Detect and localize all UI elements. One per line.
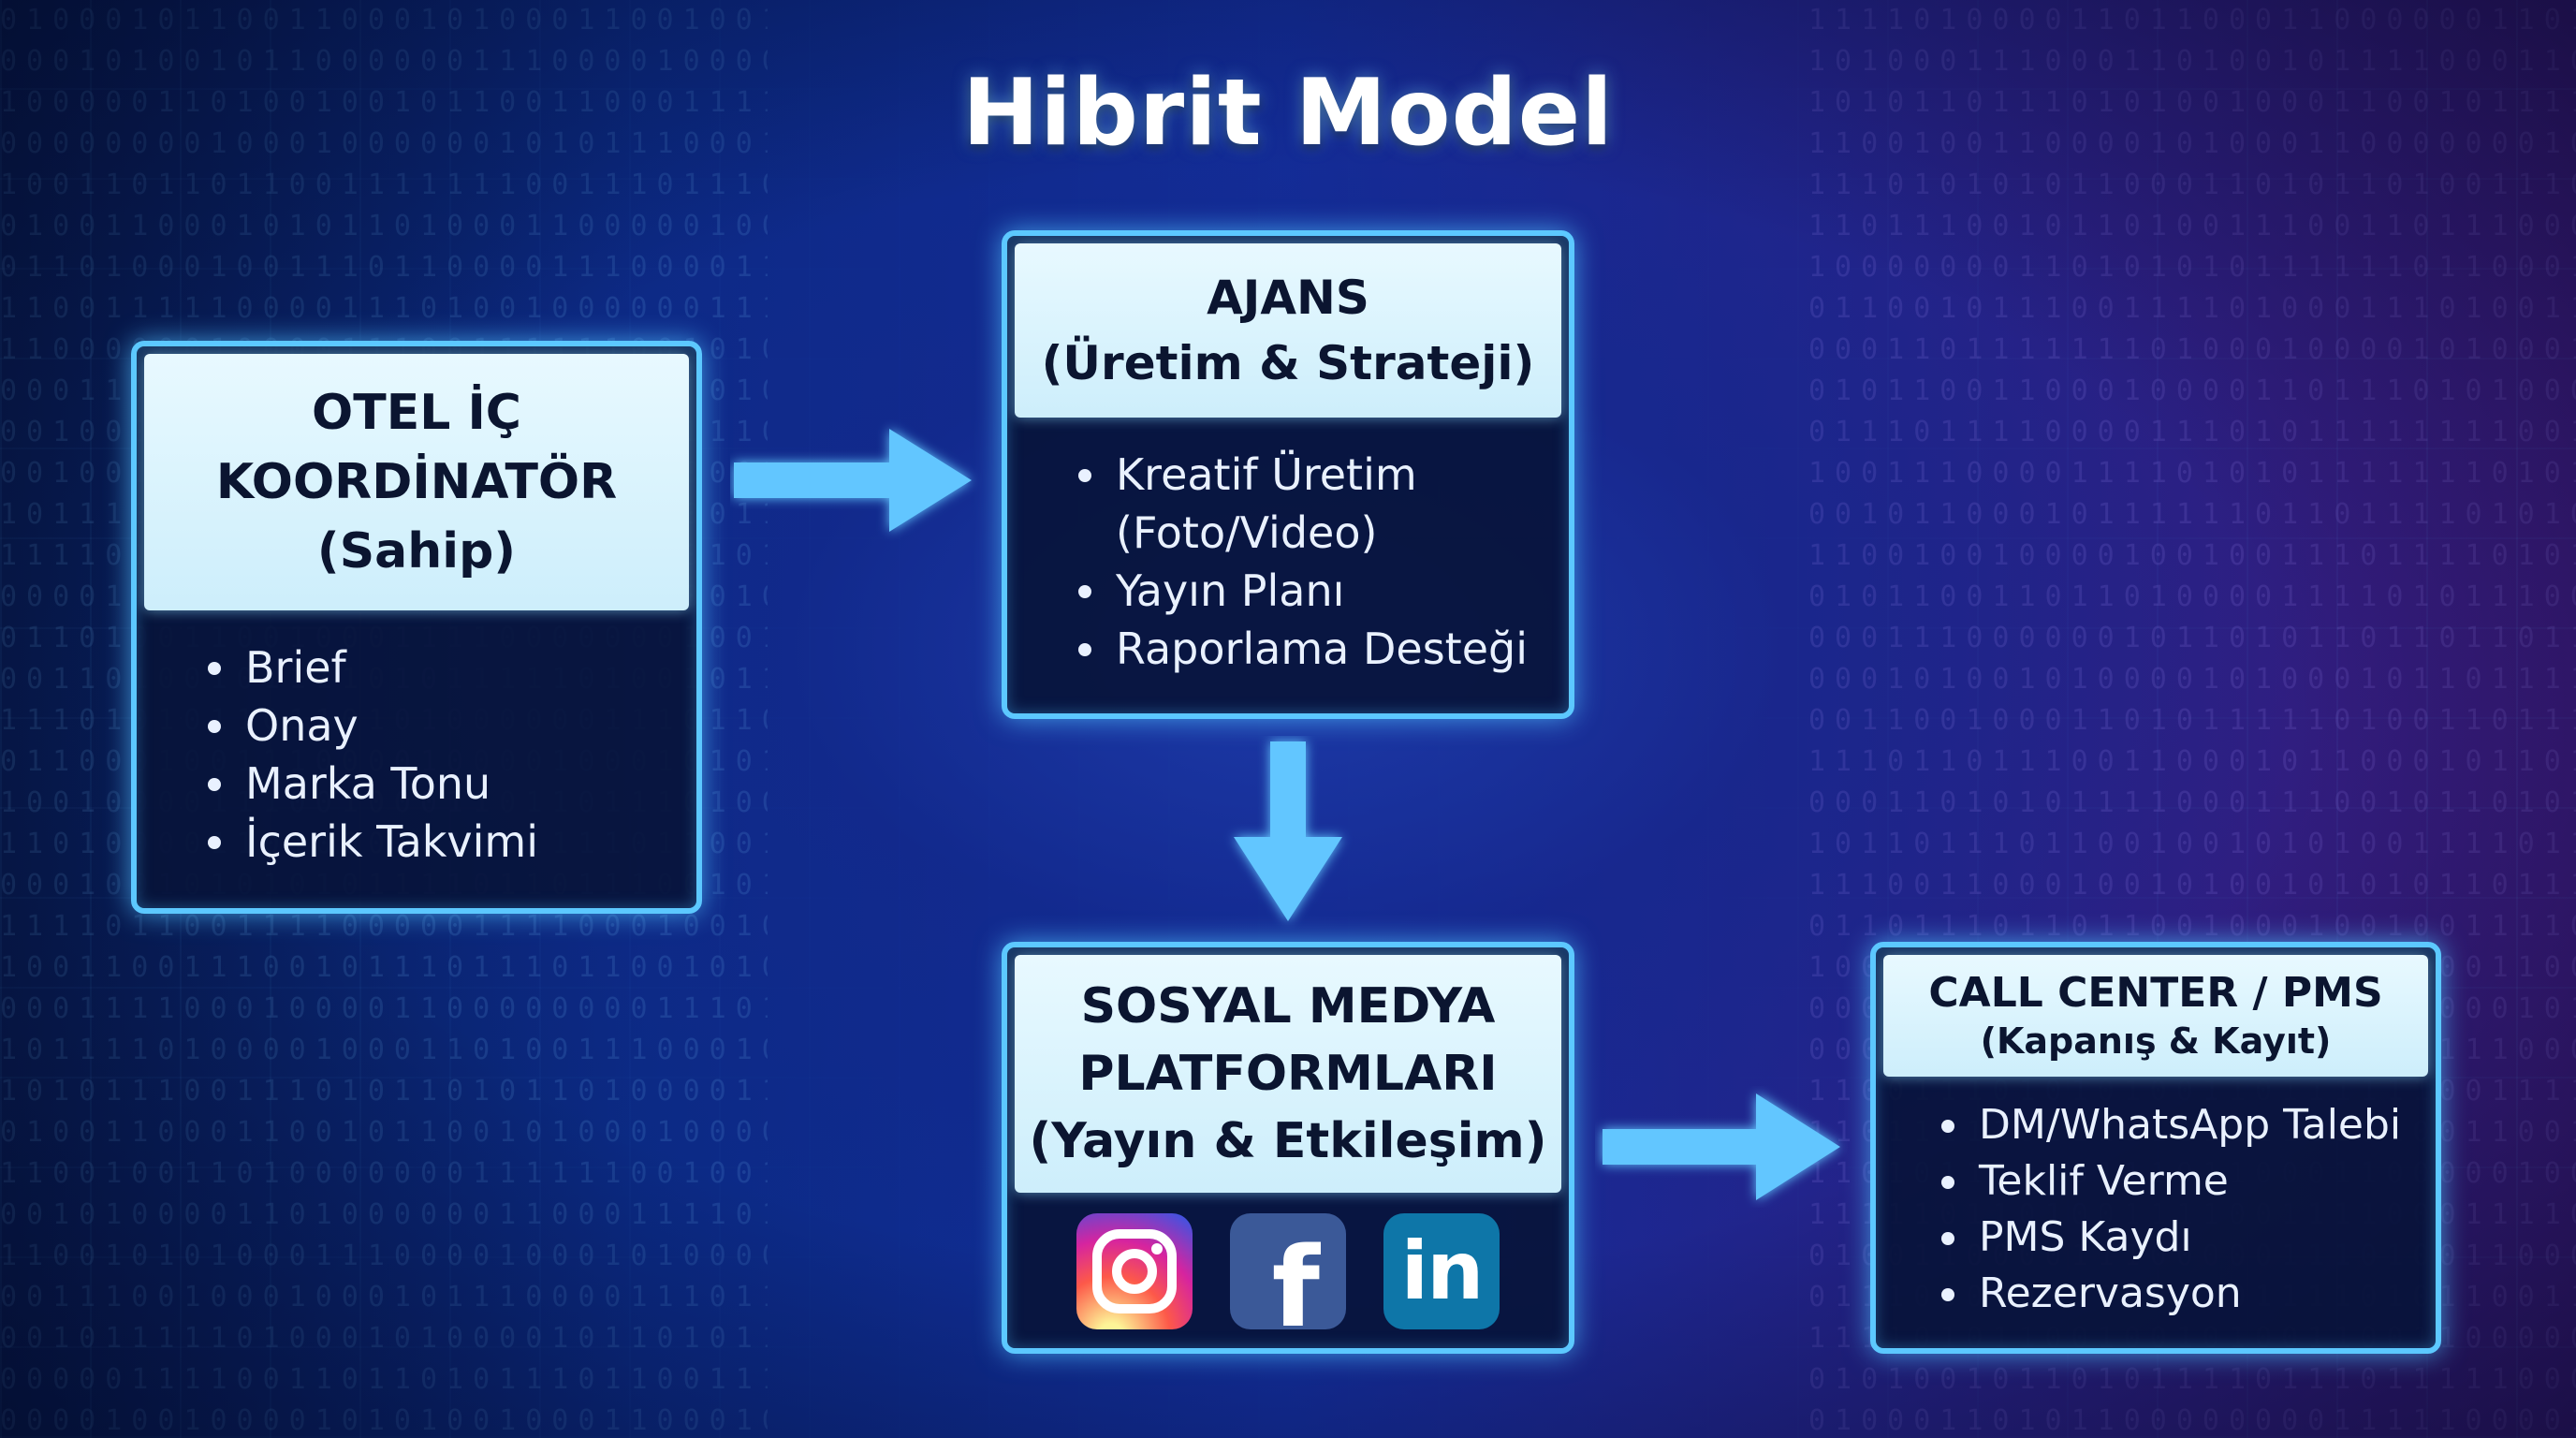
arrow-right-icon [1603, 1093, 1840, 1200]
heading-line: OTEL İÇ [312, 385, 521, 441]
list-item: Brief [208, 638, 696, 697]
list-item: İçerik Takvimi [208, 813, 696, 871]
linkedin-icon: in [1383, 1213, 1500, 1329]
list-item: Teklif Verme [1941, 1153, 2436, 1210]
diagram-title: Hibrit Model [962, 60, 1614, 167]
agency-box: AJANS (Üretim & Strateji) Kreatif Üretim… [1002, 230, 1574, 719]
heading-line: (Sahip) [316, 523, 517, 580]
call-center-list: DM/WhatsApp Talebi Teklif Verme PMS Kayd… [1876, 1077, 2436, 1322]
list-item: DM/WhatsApp Talebi [1941, 1097, 2436, 1153]
list-item: PMS Kaydı [1941, 1210, 2436, 1266]
list-item-continuation: (Foto/Video) [1116, 507, 1378, 558]
facebook-icon: f [1230, 1213, 1346, 1329]
heading-line: KOORDİNATÖR [215, 454, 618, 510]
list-item: Marka Tonu [208, 755, 696, 813]
call-center-box: CALL CENTER / PMS (Kapanış & Kayıt) DM/W… [1870, 942, 2441, 1354]
list-item: Onay [208, 697, 696, 755]
heading-line: (Kapanış & Kayıt) [1980, 1020, 2332, 1062]
heading-line: (Yayın & Etkileşim) [1029, 1113, 1547, 1169]
list-item: Rezervasyon [1941, 1266, 2436, 1322]
social-media-heading: SOSYAL MEDYA PLATFORMLARI (Yayın & Etkil… [1015, 955, 1561, 1193]
list-item: Kreatif Üretim [1078, 446, 1569, 504]
facebook-glyph: f [1271, 1223, 1320, 1329]
heading-line: AJANS [1207, 271, 1369, 325]
heading-line: (Üretim & Strateji) [1041, 336, 1535, 390]
arrow-right-icon [734, 429, 972, 532]
arrow-down-icon [1234, 741, 1342, 921]
instagram-icon [1076, 1213, 1193, 1329]
heading-line: CALL CENTER / PMS [1928, 969, 2383, 1017]
heading-line: PLATFORMLARI [1078, 1046, 1498, 1102]
otel-coordinator-list: Brief Onay Marka Tonu İçerik Takvimi [137, 610, 696, 871]
agency-list: Kreatif Üretim (Foto/Video) Yayın Planı … [1007, 418, 1569, 678]
agency-heading: AJANS (Üretim & Strateji) [1015, 243, 1561, 418]
list-item: Raporlama Desteği [1078, 620, 1569, 678]
linkedin-glyph: in [1400, 1225, 1485, 1318]
social-media-box: SOSYAL MEDYA PLATFORMLARI (Yayın & Etkil… [1002, 942, 1574, 1354]
social-icons-row: f in [1007, 1213, 1569, 1329]
list-item: Yayın Planı [1078, 562, 1569, 620]
otel-coordinator-box: OTEL İÇ KOORDİNATÖR (Sahip) Brief Onay M… [131, 341, 702, 914]
otel-coordinator-heading: OTEL İÇ KOORDİNATÖR (Sahip) [144, 354, 689, 610]
heading-line: SOSYAL MEDYA [1080, 978, 1496, 1034]
call-center-heading: CALL CENTER / PMS (Kapanış & Kayıt) [1883, 955, 2428, 1077]
